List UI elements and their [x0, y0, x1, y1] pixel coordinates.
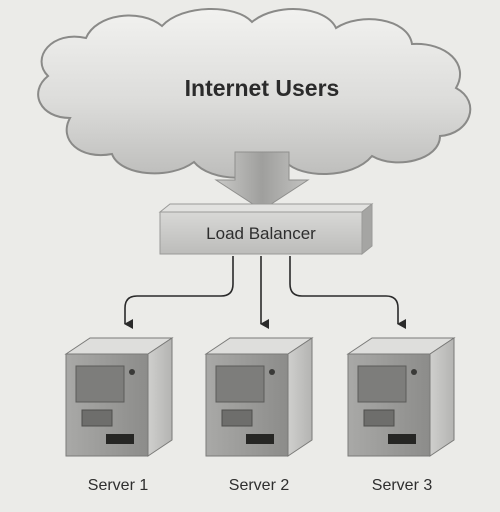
server-side	[429, 337, 455, 457]
server-2-label: Server 2	[229, 477, 290, 494]
server-bay	[363, 409, 395, 427]
cloud-shape	[37, 7, 472, 179]
server-bay	[81, 409, 113, 427]
server-panel	[215, 365, 265, 403]
server-1-label: Server 1	[88, 477, 149, 494]
server-side	[287, 337, 313, 457]
server-2	[204, 337, 314, 457]
load-balancer: Load Balancer	[158, 202, 374, 256]
server-led	[269, 369, 275, 375]
server-drive-slot	[106, 434, 134, 444]
load-balancer-depth	[158, 203, 374, 213]
server-3-label: Server 3	[372, 477, 433, 494]
load-balancer-label: Load Balancer	[206, 224, 316, 243]
server-bay	[221, 409, 253, 427]
cloud-title: Internet Users	[185, 75, 340, 101]
internet-cloud: Internet Users	[37, 7, 472, 179]
server-led	[411, 369, 417, 375]
server-panel	[357, 365, 407, 403]
load-balancer-box	[159, 211, 363, 255]
server-side	[147, 337, 173, 457]
load-balancer-side	[361, 202, 373, 256]
server-drive-slot	[246, 434, 274, 444]
server-1	[64, 337, 174, 457]
server-drive-slot	[388, 434, 416, 444]
connections	[124, 256, 406, 329]
server-panel	[75, 365, 125, 403]
traffic-arrow	[214, 151, 310, 211]
server-led	[129, 369, 135, 375]
connection-server-3	[289, 256, 406, 329]
server-3	[346, 337, 456, 457]
connection-server-1	[124, 256, 234, 329]
